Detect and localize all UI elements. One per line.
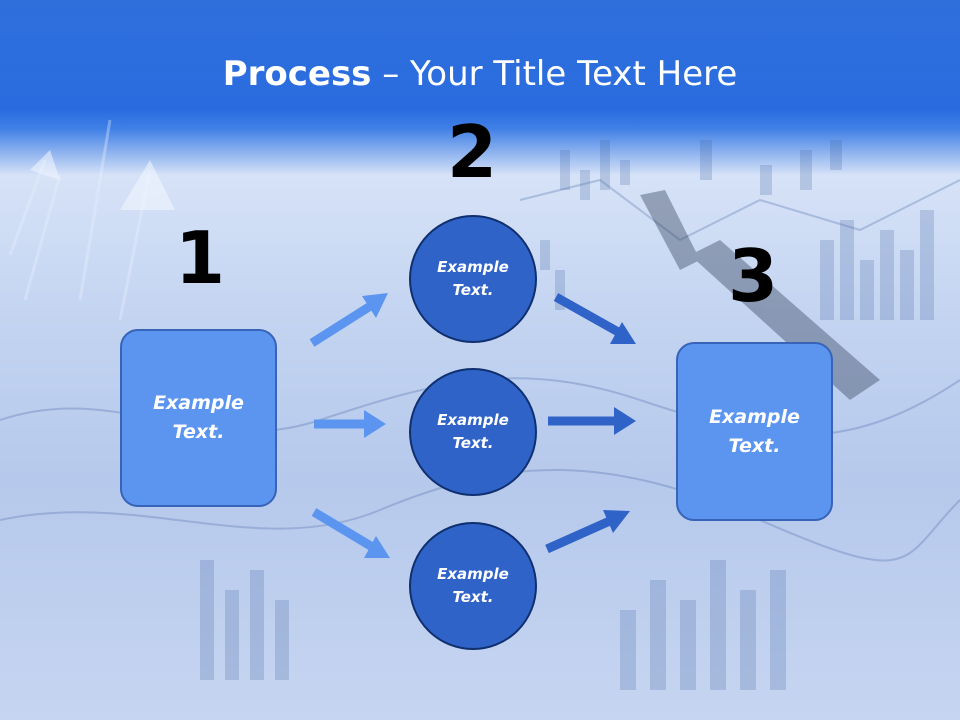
step-number-1: 1 bbox=[174, 216, 226, 300]
step-number-3: 3 bbox=[727, 234, 779, 318]
left-box-line2: Text. bbox=[172, 421, 225, 443]
middle-circle-bottom: Example Text. bbox=[409, 522, 537, 650]
right-box-line1: Example bbox=[709, 405, 800, 428]
circle-center-line2: Text. bbox=[452, 434, 494, 452]
right-step-box: Example Text. bbox=[676, 342, 833, 521]
middle-circle-center: Example Text. bbox=[409, 368, 537, 496]
right-box-line2: Text. bbox=[728, 434, 781, 457]
left-box-line1: Example bbox=[153, 392, 244, 414]
circle-top-line2: Text. bbox=[452, 281, 494, 299]
step-number-2: 2 bbox=[446, 110, 498, 194]
circle-bottom-line2: Text. bbox=[452, 588, 494, 606]
slide-title: Process – Your Title Text Here bbox=[0, 52, 960, 96]
middle-circle-top: Example Text. bbox=[409, 215, 537, 343]
title-rest: – Your Title Text Here bbox=[371, 54, 738, 94]
title-bold: Process bbox=[222, 54, 372, 94]
circle-center-line1: Example bbox=[437, 411, 509, 429]
circle-top-line1: Example bbox=[437, 258, 509, 276]
circle-bottom-line1: Example bbox=[437, 565, 509, 583]
left-step-box: Example Text. bbox=[120, 329, 277, 507]
